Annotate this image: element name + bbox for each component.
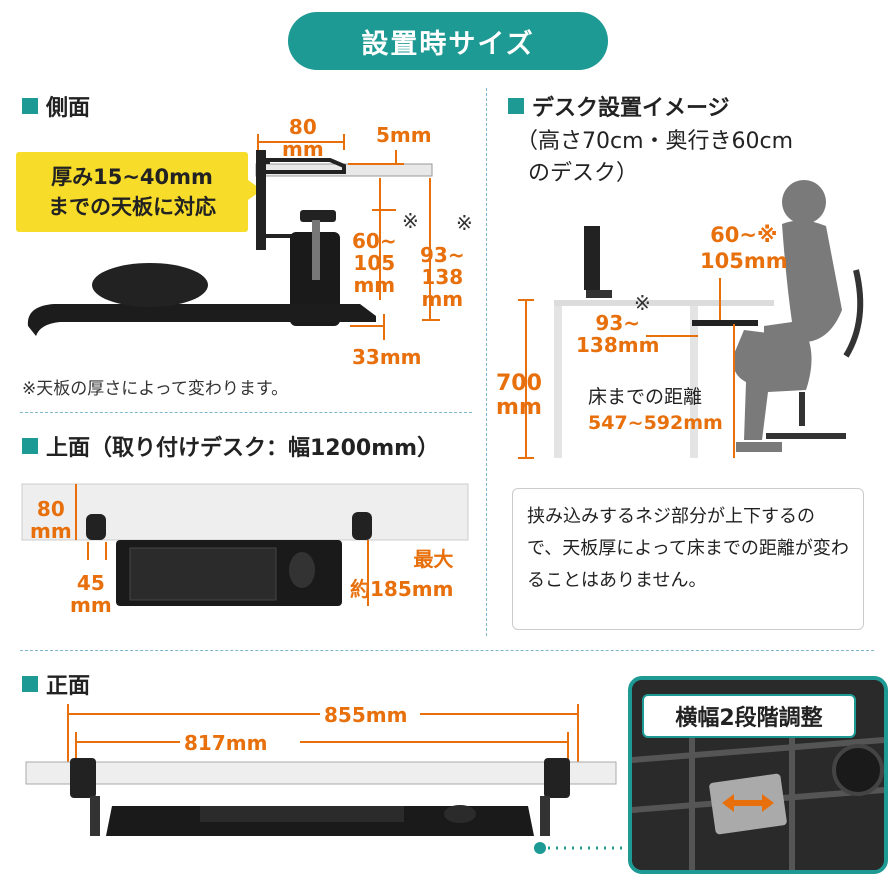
- person-silhouette: [733, 180, 842, 452]
- zoom-point: [534, 842, 546, 854]
- keyboard-top: [129, 547, 277, 601]
- mouse-front: [444, 805, 476, 823]
- desk-dim-60-105: 60~※105mm: [700, 223, 788, 273]
- section-marker-icon: [22, 98, 38, 114]
- section-marker-icon: [22, 438, 38, 454]
- divider-side-top: [20, 412, 472, 413]
- desk-scene-drawing: [518, 180, 864, 459]
- clamp-left: [86, 514, 106, 540]
- keyboard-front: [200, 806, 404, 822]
- clamp-arm: [256, 150, 266, 250]
- desk-top: [554, 300, 774, 306]
- double-arrow-icon: [722, 794, 774, 812]
- divider-front: [20, 650, 874, 651]
- thickness-callout: 厚み15~40mm までの天板に対応: [16, 152, 262, 232]
- bracket-front-left: [90, 796, 100, 836]
- side-view-drawing: [27, 134, 440, 340]
- monitor: [584, 226, 600, 290]
- desk-floor-distance: 床までの距離 547~592mm: [588, 386, 723, 434]
- dim-max-185: 最大約185mm: [350, 547, 454, 601]
- note-mark-2: ※: [456, 211, 473, 235]
- desk-leg-right: [690, 306, 698, 458]
- top-view-drawing: [21, 483, 469, 606]
- monitor-stand: [586, 290, 612, 298]
- dim-817mm: 817mm: [184, 731, 268, 755]
- side-heading: 側面: [22, 90, 90, 122]
- vertical-divider: [486, 88, 487, 636]
- dim-33mm: 33mm: [352, 345, 422, 369]
- clamp-frame: [258, 158, 346, 238]
- tray-in-scene: [692, 320, 758, 326]
- dim-5mm: 5mm: [376, 123, 432, 147]
- thickness-note: ※天板の厚さによって変わります。: [22, 379, 289, 399]
- page-title: 設置時サイズ: [288, 12, 608, 70]
- screw-info-bubble: 挟み込みするネジ部分が上下するので、天板厚によって床までの距離が変わることはあり…: [512, 488, 864, 630]
- screw-rod: [312, 220, 320, 280]
- section-marker-icon: [22, 676, 38, 692]
- note-mark-1: ※: [402, 209, 419, 233]
- mouse-top: [289, 552, 315, 588]
- mouse: [92, 263, 208, 307]
- desk-note-mark: ※: [634, 291, 651, 315]
- bracket-front-right: [540, 796, 550, 836]
- front-heading: 正面: [22, 668, 90, 700]
- clamp-right: [352, 512, 372, 540]
- clamp-knob: [300, 210, 336, 222]
- clamp-front-left: [70, 758, 96, 798]
- top-heading: 上面（取り付けデスク：幅1200mm）: [22, 430, 439, 462]
- front-view-drawing: [25, 704, 628, 854]
- desk-dim-93-138: 93~138mm: [576, 311, 660, 357]
- clamp-front-right: [544, 758, 570, 798]
- keyboard-tray-side: [27, 304, 376, 336]
- desk-heading: デスク設置イメージ: [508, 90, 730, 122]
- desk-board-front: [25, 761, 617, 785]
- dim-855mm: 855mm: [324, 703, 408, 727]
- desk-subtitle: （高さ70cm・奥行き60cm のデスク）: [516, 129, 794, 186]
- section-marker-icon: [508, 98, 524, 114]
- office-chair: [766, 269, 864, 439]
- desk-board-top: [21, 483, 469, 541]
- two-step-width-badge: 横幅2段階調整: [642, 694, 856, 738]
- desk-leg-left: [554, 306, 562, 458]
